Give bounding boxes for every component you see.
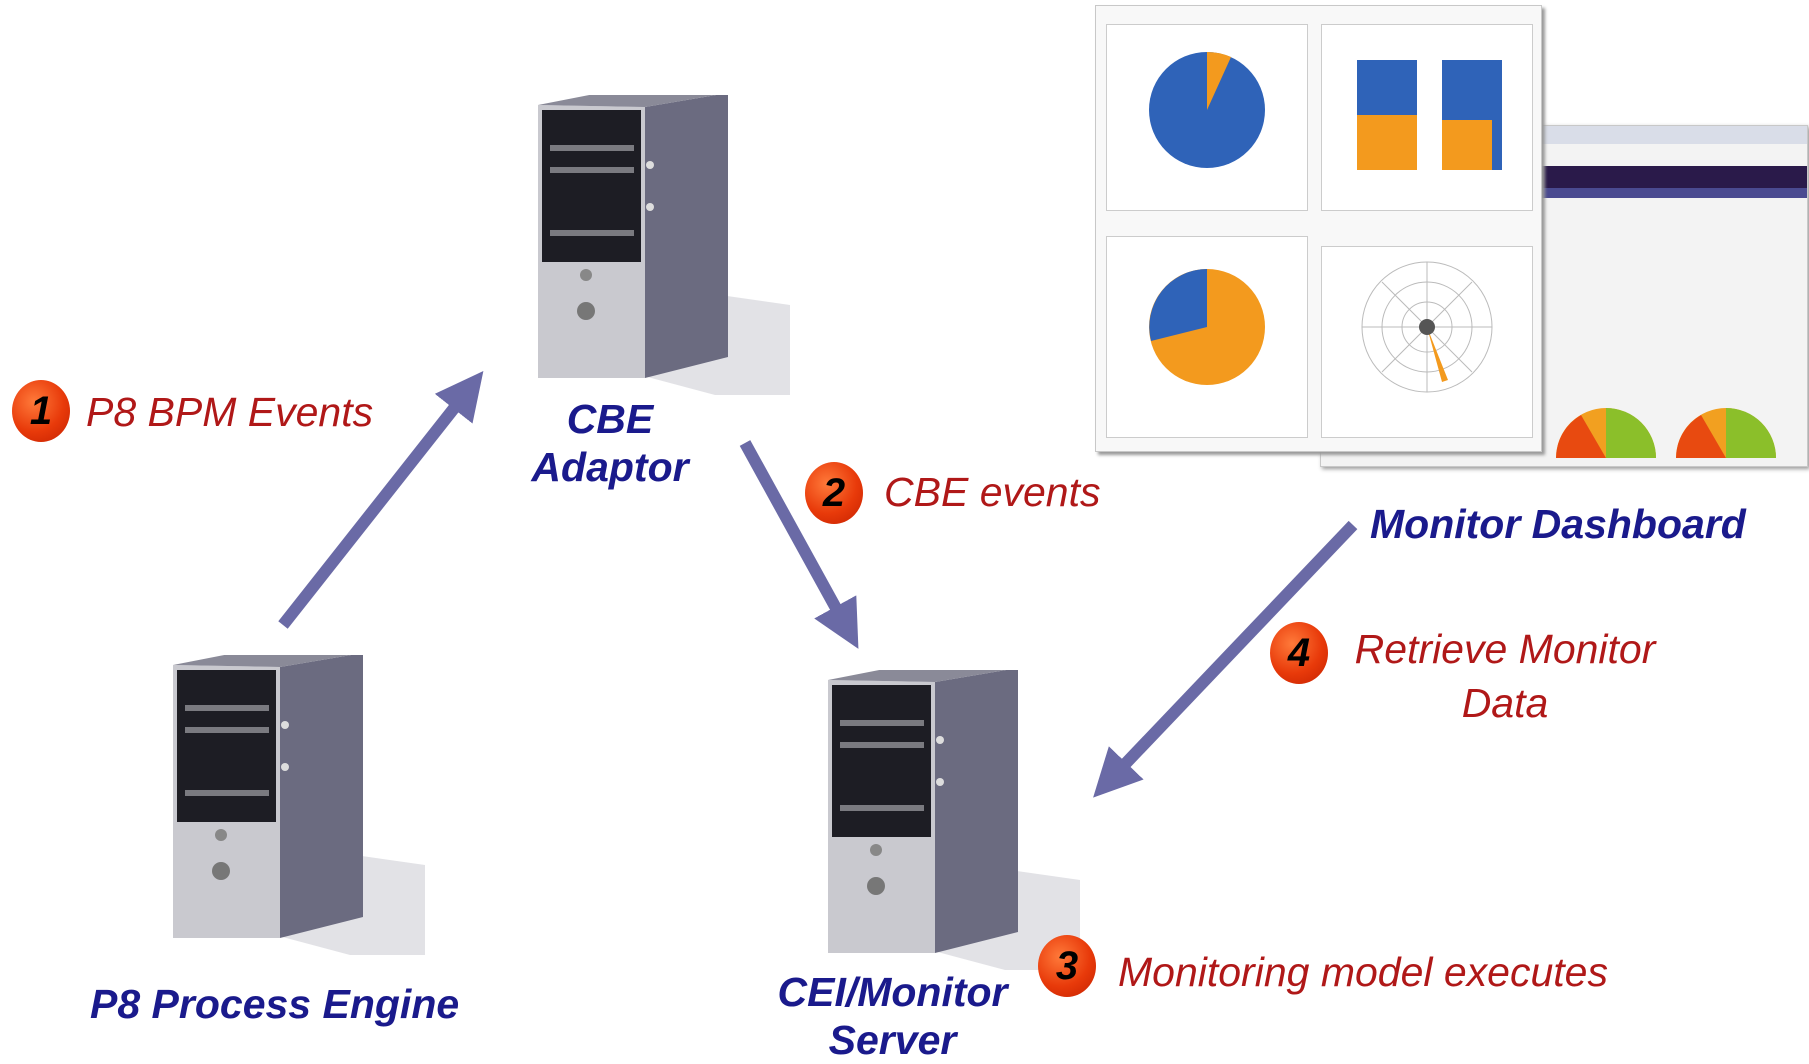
server-tower-icon (538, 95, 790, 395)
step-label-4-line1: Retrieve Monitor (1354, 626, 1656, 672)
step-label-4-line2: Data (1461, 680, 1549, 726)
monitor-server-label-line1: CEI/Monitor (777, 969, 1008, 1015)
arrow-adaptor-to-server (739, 440, 859, 649)
adaptor-label-line1: CBE (566, 396, 654, 442)
step-badge-3: 3 (1038, 935, 1096, 997)
step-badge-4: 4 (1270, 622, 1328, 684)
gauge-icon (1556, 408, 1776, 458)
node-label-process-engine: P8 Process Engine (90, 981, 460, 1027)
radar-chart-icon (1361, 261, 1493, 393)
pie-chart-icon (1149, 51, 1265, 168)
step-label-3: Monitoring model executes (1118, 949, 1608, 995)
adaptor-label-line2: Adaptor (531, 444, 689, 490)
server-tower-icon (828, 670, 1080, 970)
step-label-1: P8 BPM Events (86, 389, 374, 435)
node-label-monitor-server: CEI/Monitor Server (755, 968, 1030, 1064)
step-badge-1: 1 (12, 380, 70, 442)
dashboard-charts-panel (1095, 5, 1542, 452)
arrow-engine-to-adaptor (278, 371, 484, 629)
bar-chart-icon (1357, 60, 1502, 170)
node-label-dashboard: Monitor Dashboard (1370, 501, 1746, 547)
node-label-adaptor: CBE Adaptor (520, 395, 700, 491)
pie-chart-icon (1149, 269, 1265, 385)
step-badge-2: 2 (805, 462, 863, 524)
step-label-4: Retrieve Monitor Data (1340, 622, 1670, 730)
arrow-dashboard-to-server (1093, 520, 1358, 798)
server-tower-icon (173, 655, 425, 955)
step-label-2: CBE events (884, 469, 1101, 515)
dashboard-screenshot (1095, 0, 1809, 470)
monitor-server-label-line2: Server (828, 1017, 957, 1063)
